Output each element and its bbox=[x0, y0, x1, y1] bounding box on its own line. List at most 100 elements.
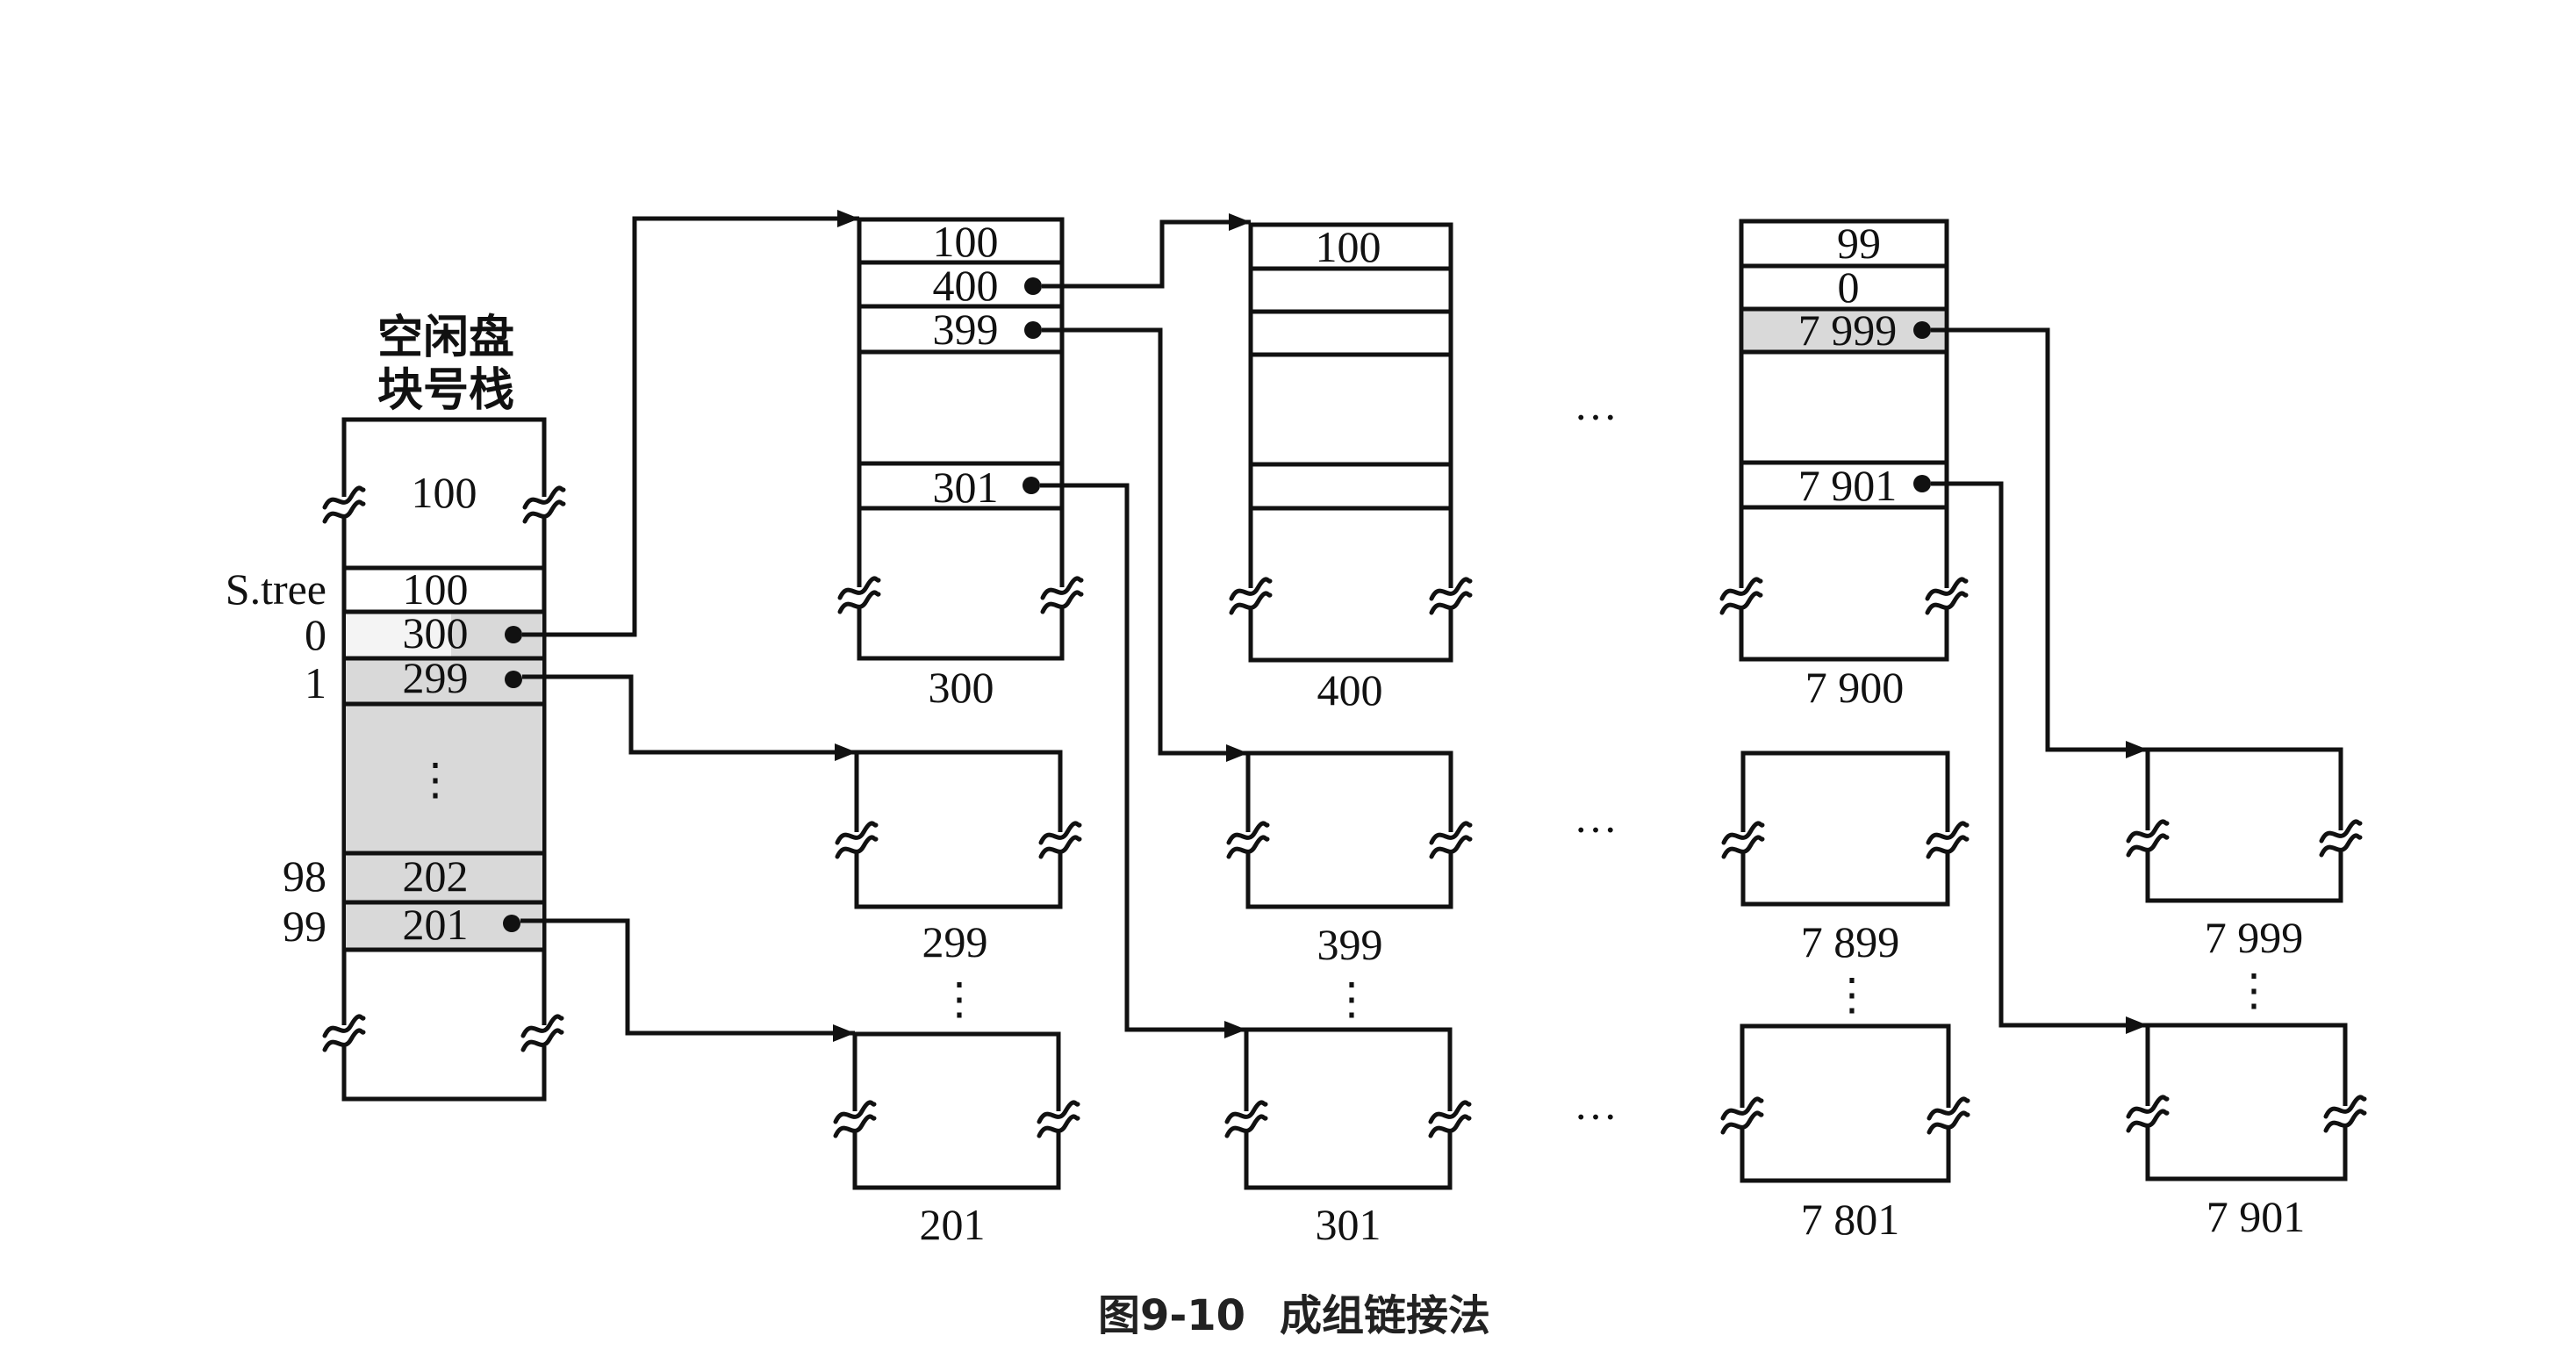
data-block-301: 301 bbox=[1244, 1027, 1453, 1249]
link-stack-299-to-block-299 bbox=[522, 674, 857, 761]
group-cell-value: 301 bbox=[933, 463, 999, 512]
break-mark-icon bbox=[2126, 833, 2170, 858]
break-marks bbox=[322, 485, 2367, 1138]
break-mark-icon bbox=[1429, 577, 1473, 601]
ellipses: … … … ⋮ ⋮ ⋮ ⋮ bbox=[937, 380, 2276, 1129]
data-block-399: 399 bbox=[1245, 750, 1453, 969]
vertical-ellipsis: ⋮ bbox=[1830, 970, 1874, 1019]
block-number-label: 7 899 bbox=[1801, 917, 1900, 966]
data-block-7899: 7 899 bbox=[1740, 750, 1950, 966]
break-mark-icon bbox=[322, 1028, 366, 1052]
stack-index-label: 98 bbox=[283, 851, 326, 901]
block-number-label: 7 801 bbox=[1801, 1195, 1900, 1244]
break-mark-icon bbox=[2323, 1109, 2367, 1133]
block-number-label: 7 901 bbox=[2206, 1192, 2306, 1241]
block-number-label: 7 900 bbox=[1805, 663, 1905, 712]
stack-vertical-ellipsis: ⋮ bbox=[413, 755, 457, 804]
break-mark-icon bbox=[1229, 577, 1273, 601]
group-block-400: 100 400 bbox=[1248, 222, 1453, 714]
stack-cell-value: 201 bbox=[403, 900, 469, 949]
break-mark-icon bbox=[322, 485, 366, 510]
block-number-label: 300 bbox=[929, 663, 994, 712]
break-mark-icon bbox=[1719, 577, 1763, 601]
stack-index-label: 99 bbox=[283, 901, 326, 951]
break-mark-icon bbox=[1428, 1114, 1472, 1138]
link-group300-301 bbox=[1040, 483, 1246, 1038]
stack-title-line2: 块号栈 bbox=[377, 364, 514, 417]
stack-index-label: 0 bbox=[305, 610, 326, 659]
group-cell-value: 100 bbox=[933, 217, 999, 266]
group-block-300: 100 400 399 301 300 bbox=[857, 217, 1065, 712]
block-number-label: 299 bbox=[922, 917, 988, 966]
figure-caption: 图9-10 成组链接法 bbox=[1098, 1291, 1490, 1340]
figure-title: 成组链接法 bbox=[1280, 1291, 1490, 1340]
break-mark-icon bbox=[522, 485, 566, 510]
break-mark-icon bbox=[1719, 591, 1763, 615]
break-mark-icon bbox=[1925, 577, 1969, 601]
break-mark-icon bbox=[1927, 1096, 1970, 1121]
pointer-dot bbox=[1024, 277, 1042, 295]
stack-cell-value: 202 bbox=[403, 851, 469, 901]
block-number-label: 400 bbox=[1317, 665, 1383, 714]
break-mark-icon bbox=[1037, 1114, 1080, 1138]
pointer-dot bbox=[505, 671, 522, 688]
break-mark-icon bbox=[835, 835, 879, 859]
link-group7900-7999 bbox=[1931, 327, 2148, 758]
break-mark-icon bbox=[1037, 1100, 1080, 1124]
data-block-7999: 7 999 bbox=[2145, 747, 2343, 962]
group-cell-value: 0 bbox=[1838, 262, 1860, 312]
break-mark-icon bbox=[1721, 821, 1765, 845]
break-mark-icon bbox=[1720, 1096, 1764, 1121]
break-mark-icon bbox=[2319, 819, 2363, 844]
link-group300-400 bbox=[1042, 213, 1251, 289]
data-block-7801: 7 801 bbox=[1740, 1023, 1951, 1244]
break-mark-icon bbox=[1927, 1110, 1970, 1135]
group-cell-value: 99 bbox=[1837, 219, 1881, 268]
break-mark-icon bbox=[833, 1100, 877, 1124]
break-mark-icon bbox=[835, 821, 879, 845]
break-mark-icon bbox=[2126, 819, 2170, 844]
data-block-201: 201 bbox=[852, 1031, 1061, 1249]
break-mark-icon bbox=[1428, 1100, 1472, 1124]
stack-index-label: S.tree bbox=[226, 564, 326, 614]
pointer-dot bbox=[1024, 321, 1042, 339]
pointer-dot bbox=[503, 915, 520, 932]
group-cell-value: 399 bbox=[933, 305, 999, 354]
break-mark-icon bbox=[1720, 1110, 1764, 1135]
link-stack-201-to-block-201 bbox=[520, 918, 855, 1042]
block-number-label: 399 bbox=[1317, 920, 1383, 969]
horizontal-ellipsis: … bbox=[1574, 1080, 1618, 1129]
break-mark-icon bbox=[2126, 1095, 2170, 1119]
break-mark-icon bbox=[520, 1028, 564, 1052]
break-mark-icon bbox=[1040, 576, 1084, 600]
break-mark-icon bbox=[2319, 833, 2363, 858]
break-mark-icon bbox=[1429, 591, 1473, 615]
break-mark-icon bbox=[1721, 835, 1765, 859]
link-group7900-7901 bbox=[1931, 481, 2148, 1034]
figure-number: 图9-10 bbox=[1098, 1291, 1245, 1340]
pointer-dot bbox=[1913, 475, 1931, 492]
link-arrows bbox=[520, 210, 2148, 1042]
vertical-ellipsis: ⋮ bbox=[1330, 974, 1374, 1023]
break-mark-icon bbox=[2126, 1109, 2170, 1133]
shaded-cell bbox=[1744, 310, 1944, 351]
stack-row-0-highlight bbox=[346, 614, 451, 657]
stack-index-label: 1 bbox=[305, 658, 326, 707]
group-block-7900: 99 0 7 999 7 901 7 900 bbox=[1739, 219, 1949, 712]
break-mark-icon bbox=[1224, 1114, 1268, 1138]
stack-cell-value: 100 bbox=[403, 564, 469, 614]
break-mark-icon bbox=[1040, 590, 1084, 614]
block-number-label: 201 bbox=[920, 1200, 986, 1249]
stack-cell-value: 299 bbox=[403, 653, 469, 702]
stack-shaded-region bbox=[346, 612, 542, 950]
break-mark-icon bbox=[837, 576, 881, 600]
break-mark-icon bbox=[520, 1014, 564, 1038]
group-cell-value: 400 bbox=[933, 261, 999, 310]
break-mark-icon bbox=[1038, 821, 1082, 845]
break-mark-icon bbox=[2323, 1095, 2367, 1119]
break-mark-icon bbox=[1429, 835, 1473, 859]
group-cell-value: 7 901 bbox=[1798, 461, 1898, 510]
block-number-label: 301 bbox=[1316, 1200, 1381, 1249]
break-mark-icon bbox=[1226, 821, 1270, 845]
